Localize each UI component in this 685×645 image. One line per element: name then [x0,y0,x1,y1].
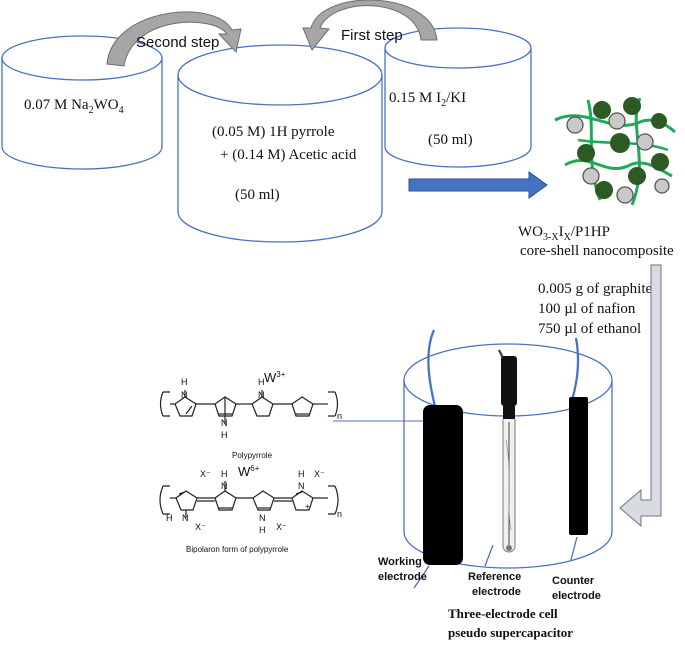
pp-h-2: H [258,377,265,387]
pp-n-2: N [258,390,265,400]
w3-ion-label: W3+ [264,370,286,385]
second-step-label: Second step [136,34,219,51]
cell-caption-line2: pseudo supercapacitor [448,625,573,640]
bp-n-2: N [221,481,228,491]
pyrrole-volume-label: (50 ml) [235,187,280,203]
nanocomposite-formula-label: WO3-XIX/P1HP [518,224,610,243]
cell-caption-line1: Three-electrode cell [448,606,558,621]
core-shell-nanocomposite-icon [554,97,676,206]
polypyrrole-structure [159,390,339,424]
second-step-curved-arrow [106,11,242,67]
pyrrole-label: (0.05 M) 1H pyrrole [212,124,335,140]
sodium-tungstate-label: 0.07 M Na2WO4 [24,97,124,116]
pp-h-1: H [181,377,188,387]
ink-nafion-label: 100 µl of nafion [538,301,636,317]
reference-electrode-label: Reference [468,571,521,583]
iodine-volume-label: (50 ml) [428,132,473,148]
counter-electrode-pointer [570,536,578,561]
counter-electrode-label: Counter [552,575,595,587]
beaker-sodium-tungstate: 0.07 M Na2WO4 [1,35,163,170]
bp-n-3: N [259,513,266,523]
acetic-acid-label: + (0.14 M) Acetic acid [220,147,357,163]
bp-h-1: H [166,513,173,523]
counter-electrode-label-2: electrode [552,590,601,602]
bp-h-2: H [221,469,228,479]
bp-h-4: H [298,469,305,479]
pp-n-subscript: n [337,411,342,421]
first-step-label: First step [341,27,403,44]
polypyrrole-caption: Polypyrrole [232,451,273,460]
bipolaron-caption: Bipolaron form of polypyrrole [186,545,289,554]
working-electrode-label: Working [378,556,422,568]
iodine-label: 0.15 M I2/KI [389,90,466,109]
ink-graphite-label: 0.005 g of graphite [538,281,652,297]
ink-ethanol-label: 750 µl of ethanol [538,321,641,337]
working-electrode-pointer [413,565,430,589]
pp-n-3: N [221,418,228,428]
bp-n-4: N [298,481,305,491]
synthesis-block-arrow [408,171,548,199]
bp-x-minus-1: X⁻ [200,469,211,479]
transfer-l-arrow [619,264,662,528]
bipolaron-structure [159,481,339,518]
counter-electrode-plate [569,397,588,535]
bp-x-minus-2: X⁻ [314,469,325,479]
first-step-curved-arrow [302,0,438,51]
working-electrode-label-2: electrode [378,571,427,583]
beaker-pyrrole: (0.05 M) 1H pyrrole + (0.14 M) Acetic ac… [177,44,383,243]
reference-electrode [498,349,517,553]
three-electrode-cell [403,329,613,589]
bp-n-1: N [182,513,189,523]
reference-electrode-pointer [484,544,494,567]
w6-ion-label: W6+ [238,464,260,479]
bp-n-subscript: n [337,509,342,519]
pp-n-1: N [181,390,188,400]
pp-h-3: H [221,430,228,440]
working-electrode-plate [423,405,463,565]
bp-h-3: H [259,525,266,535]
nanocomposite-description-label: core-shell nanocomposite [520,243,674,259]
beaker-iodine: 0.15 M I2/KI (50 ml) [384,27,532,168]
bp-x-minus-3: X⁻ [195,522,206,532]
bp-x-minus-4: X⁻ [276,522,287,532]
reference-electrode-label-2: electrode [472,586,521,598]
bp-plus: + [305,502,310,511]
